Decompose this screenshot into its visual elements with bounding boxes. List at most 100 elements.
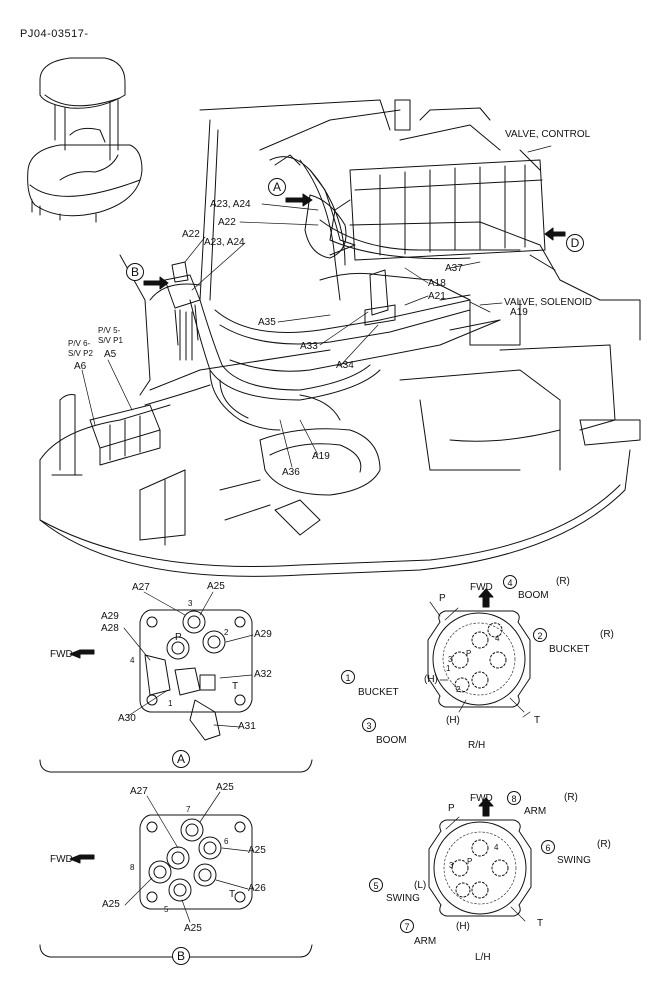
- view-b-num-6: 6: [224, 837, 229, 846]
- lh-inner-p: P: [467, 857, 473, 866]
- view-b-num-5: 5: [164, 905, 169, 914]
- joystick-a: [269, 154, 356, 259]
- view-a-num-1: 1: [168, 699, 173, 708]
- rh-circle-1: 1: [341, 670, 355, 684]
- rh-h-left: (H): [424, 674, 438, 685]
- view-a-num-3: 3: [188, 599, 193, 608]
- label-sv-p2: S/V P2: [68, 349, 93, 358]
- lh-r-1: (R): [564, 792, 578, 803]
- lh-fwd: FWD: [470, 793, 493, 804]
- label-pv5: P/V 5-: [98, 326, 121, 335]
- rh-inner-2: 2: [456, 685, 461, 694]
- view-a-block: [139, 609, 253, 741]
- joystick-b: [164, 261, 201, 346]
- upper-frame: [39, 99, 641, 577]
- view-b-fwd: FWD: [50, 854, 73, 865]
- label-a6: A6: [74, 361, 87, 372]
- fwd-arrow-lh: [478, 797, 494, 817]
- view-b-a27: A27: [130, 786, 148, 797]
- view-b-a25-bottom: A25: [184, 923, 202, 934]
- control-valve: [329, 99, 556, 271]
- lh-circle-8: 8: [507, 791, 521, 805]
- label-valve-control: VALVE, CONTROL: [505, 129, 591, 140]
- solenoid-valve: [89, 404, 161, 466]
- rh-circle-2: 2: [533, 628, 547, 642]
- machine-thumbnail: [27, 57, 143, 223]
- label-pv6: P/V 6-: [68, 339, 91, 348]
- view-a-caption: A: [172, 750, 190, 768]
- label-sv-p1: S/V P1: [98, 336, 123, 345]
- callout-a: A: [268, 178, 286, 196]
- view-a-a31: A31: [238, 721, 256, 732]
- rh-bucket-right: BUCKET: [549, 644, 590, 655]
- label-a21: A21: [428, 291, 446, 302]
- rh-boom-right: BOOM: [518, 590, 549, 601]
- view-a-a25: A25: [207, 581, 225, 592]
- view-a-a29-left: A29: [101, 611, 119, 622]
- view-a-port-p: P: [175, 632, 182, 643]
- rh-inner-3: 3: [448, 655, 453, 664]
- label-a19-bottom: A19: [312, 451, 330, 462]
- view-a-a27: A27: [132, 582, 150, 593]
- rh-port-p: P: [439, 593, 446, 604]
- lh-circle-6: 6: [541, 840, 555, 854]
- label-a5: A5: [104, 349, 117, 360]
- view-a-fwd: FWD: [50, 649, 73, 660]
- rh-inner-1: 1: [446, 664, 451, 673]
- view-b-leaders: [124, 791, 249, 923]
- label-a35: A35: [258, 317, 276, 328]
- view-a-a30: A30: [118, 713, 136, 724]
- label-valve-solenoid: VALVE, SOLENOID: [504, 297, 592, 308]
- view-a-a28: A28: [101, 623, 119, 634]
- rh-boom-left: BOOM: [376, 735, 407, 746]
- callout-b: B: [126, 263, 144, 281]
- lh-port-p: P: [448, 803, 455, 814]
- rh-r-2: (R): [600, 629, 614, 640]
- view-b-a26: A26: [248, 883, 266, 894]
- label-a18: A18: [428, 278, 446, 289]
- view-a-num-4: 4: [130, 656, 135, 665]
- lh-inner-3: 3: [449, 861, 454, 870]
- label-a36: A36: [282, 467, 300, 478]
- rh-bucket-left: BUCKET: [358, 687, 399, 698]
- view-a-num-2: 2: [224, 628, 229, 637]
- lh-arm-right: ARM: [524, 806, 547, 817]
- lh-h: (H): [456, 921, 470, 932]
- fwd-arrow-rh: [478, 588, 494, 608]
- view-b-caption: B: [172, 947, 190, 965]
- lh-circle-7: 7: [400, 919, 414, 933]
- view-b-a25-right: A25: [248, 845, 266, 856]
- label-a19-right: A19: [510, 307, 528, 318]
- lh-valve: [428, 816, 532, 922]
- hose-routes: [144, 159, 521, 431]
- rh-circle-4: 4: [503, 575, 517, 589]
- arrow-a: [285, 193, 313, 207]
- rh-circle-3: 3: [362, 718, 376, 732]
- view-b-block: [139, 814, 253, 910]
- rh-caption: R/H: [468, 740, 486, 751]
- rh-leaders: [429, 601, 531, 718]
- lh-r-2: (R): [597, 839, 611, 850]
- view-a-a32: A32: [254, 669, 272, 680]
- label-a37: A37: [445, 263, 463, 274]
- label-a23-a24-top: A23, A24: [210, 199, 251, 210]
- lh-swing-right: SWING: [557, 855, 591, 866]
- rh-h-bottom: (H): [446, 715, 460, 726]
- rh-inner-4: 4: [495, 634, 500, 643]
- document-id: PJ04-03517-: [20, 28, 89, 40]
- leader-lines: [81, 145, 552, 468]
- label-a23-a24-left: A23, A24: [204, 237, 245, 248]
- arrow-d: [544, 227, 566, 241]
- lh-circle-5: 5: [369, 878, 383, 892]
- view-a-port-t: T: [232, 681, 239, 692]
- view-b-port-t: T: [229, 889, 236, 900]
- label-a22-top: A22: [218, 217, 236, 228]
- view-b-num-7: 7: [186, 805, 191, 814]
- label-a33: A33: [300, 341, 318, 352]
- view-b-a25-left: A25: [102, 899, 120, 910]
- rh-r-1: (R): [556, 576, 570, 587]
- arrow-b: [143, 276, 169, 290]
- lh-swing-left: SWING: [386, 893, 420, 904]
- view-b-num-8: 8: [130, 863, 135, 872]
